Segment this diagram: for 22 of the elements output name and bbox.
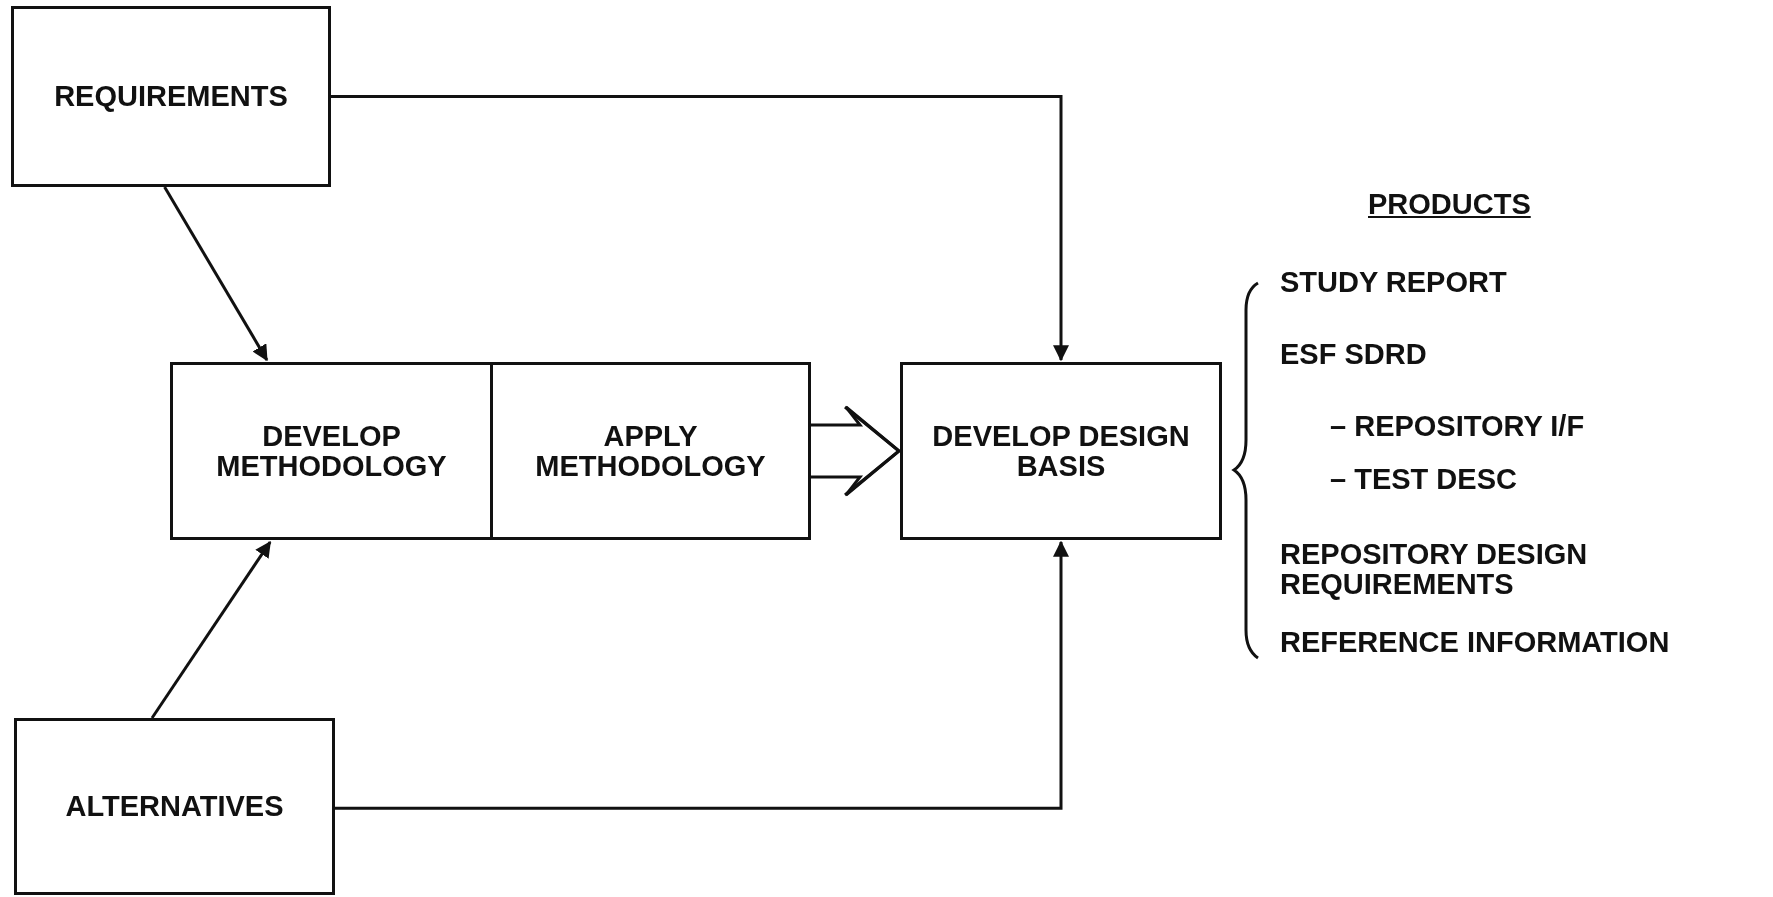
product-item: REFERENCE INFORMATION: [1280, 628, 1670, 658]
double-arrow: [809, 405, 902, 497]
arrow: [335, 540, 1069, 810]
box-label: APPLY METHODOLOGY: [534, 420, 767, 482]
product-item: ESF SDRD: [1280, 340, 1427, 370]
section-heading: PRODUCTS: [1368, 190, 1531, 220]
product-item: STUDY REPORT: [1280, 268, 1507, 298]
process-box: [170, 362, 493, 540]
product-item: – REPOSITORY I/F: [1330, 412, 1585, 442]
product-item: – TEST DESC: [1330, 465, 1517, 495]
box-label: REQUIREMENTS: [54, 81, 288, 112]
process-box: [14, 718, 335, 895]
process-box: [11, 6, 331, 187]
process-box: [490, 362, 811, 540]
product-item: REPOSITORY DESIGN REQUIREMENTS: [1280, 540, 1589, 600]
box-label: ALTERNATIVES: [65, 791, 284, 822]
box-label: DEVELOP DESIGN BASIS: [931, 420, 1191, 482]
arrow: [331, 95, 1069, 362]
box-label: DEVELOP METHODOLOGY: [215, 420, 448, 482]
arrow: [150, 540, 272, 719]
arrow: [163, 186, 269, 362]
process-box: [900, 362, 1222, 540]
